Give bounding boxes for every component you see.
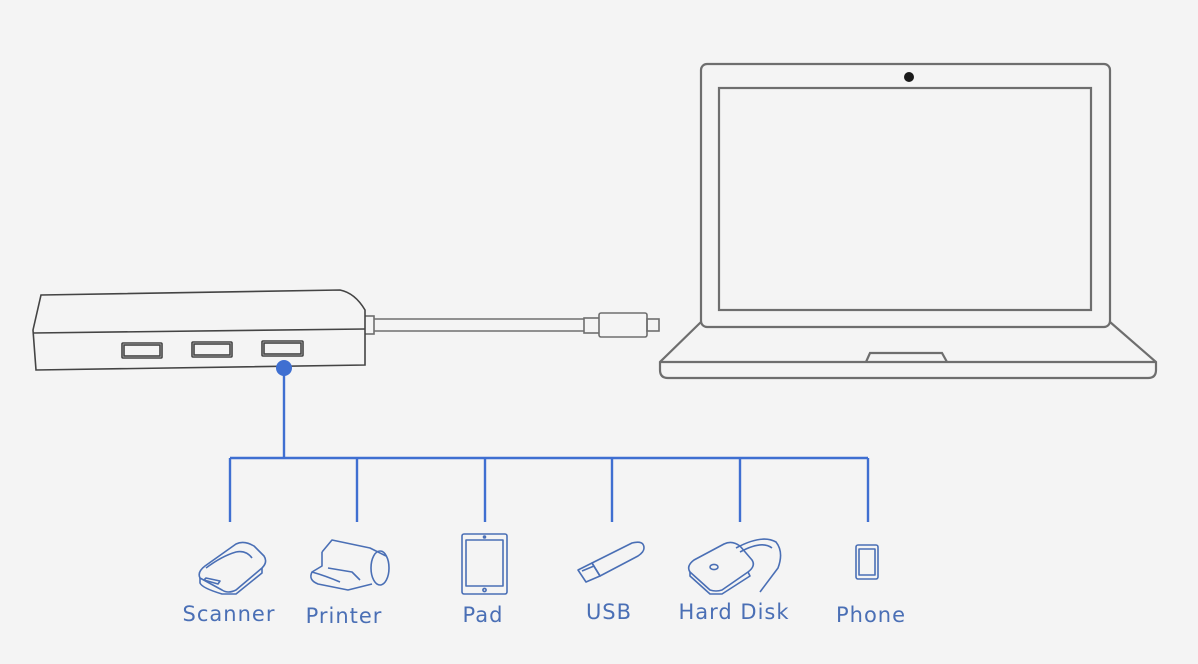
webcam-icon — [904, 72, 914, 82]
usb-drive-icon — [577, 541, 645, 583]
usb-c-cable — [361, 312, 660, 338]
usb-hub — [32, 289, 366, 371]
device-label: Hard Disk — [678, 600, 790, 624]
laptop-base — [658, 321, 1158, 380]
device-label: Printer — [305, 604, 383, 628]
scanner-icon — [198, 541, 267, 595]
hard-disk-icon — [687, 538, 782, 595]
laptop-screen — [717, 86, 1093, 312]
phone-icon — [855, 544, 879, 580]
printer-icon — [310, 539, 390, 591]
usb-port-2 — [191, 341, 233, 358]
laptop-notch — [864, 351, 948, 363]
connection-tree — [228, 368, 870, 522]
usb-port-1 — [121, 342, 163, 359]
device-label: USB — [585, 600, 633, 624]
laptop-lid — [699, 62, 1112, 329]
laptop — [658, 62, 1158, 380]
tablet-icon — [461, 533, 508, 595]
device-label: Scanner — [182, 602, 276, 626]
device-label: Pad — [462, 603, 504, 627]
usb-port-3 — [261, 340, 304, 357]
port-connection-dot — [276, 360, 292, 376]
device-label: Phone — [835, 603, 907, 627]
usb-c-connector — [598, 312, 648, 338]
